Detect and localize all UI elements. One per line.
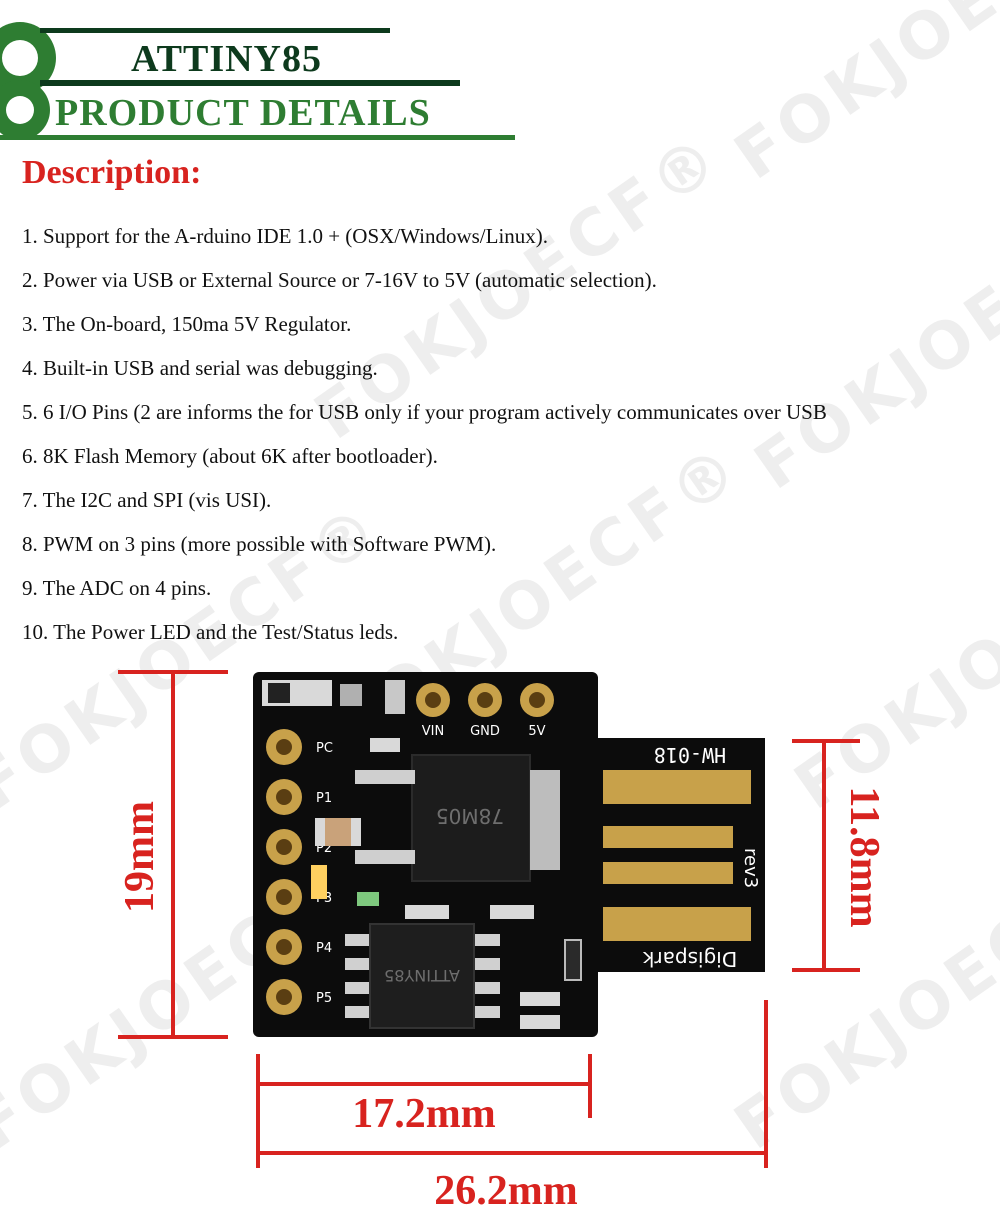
list-item: 9. The ADC on 4 pins. — [22, 576, 212, 600]
regulator-label: 78M05 — [436, 804, 504, 828]
list-item: 10. The Power LED and the Test/Status le… — [22, 620, 399, 644]
microcontroller-chip — [369, 923, 475, 1029]
page-subtitle: PRODUCT DETAILS — [55, 92, 431, 134]
list-item: 8. PWM on 3 pins (more possible with Sof… — [22, 532, 497, 556]
usb-contact — [603, 826, 733, 848]
header-decoration — [0, 22, 515, 140]
usb-contact — [603, 907, 751, 941]
page-title: ATTINY85 — [131, 38, 322, 80]
rev-label: rev3 — [740, 848, 761, 888]
led — [311, 865, 327, 899]
top-pads — [416, 683, 554, 717]
voltage-regulator — [411, 754, 531, 882]
brand-label: Digispark — [642, 947, 737, 971]
chip-label: ATTINY85 — [384, 966, 460, 985]
dimension-lines — [118, 670, 860, 1168]
usb-contact — [603, 770, 751, 804]
chip-pins — [345, 934, 500, 1018]
dimension-body-width-label: 17.2mm — [352, 1091, 496, 1137]
left-pin-label: PC — [316, 741, 333, 756]
dimension-height-label: 19mm — [117, 801, 163, 913]
left-pin-label: P4 — [316, 941, 332, 956]
list-item: 1. Support for the A-rduino IDE 1.0 + (O… — [22, 224, 549, 248]
description-list: 1. Support for the A-rduino IDE 1.0 + (O… — [22, 214, 1000, 654]
list-item: 2. Power via USB or External Source or 7… — [22, 268, 657, 292]
usb-label: HW-018 — [654, 743, 726, 767]
list-item: 4. Built-in USB and serial was debugging… — [22, 356, 378, 380]
left-pads — [266, 729, 302, 1015]
top-pin-label: 5V — [528, 724, 545, 739]
left-pin-label: P5 — [316, 991, 332, 1006]
left-pin-label: P1 — [316, 791, 332, 806]
list-item: 7. The I2C and SPI (vis USI). — [22, 488, 272, 512]
list-item: 5. 6 I/O Pins (2 are informs the for USB… — [22, 400, 827, 424]
top-pin-label: VIN — [422, 724, 444, 739]
usb-contact — [603, 862, 733, 884]
dimension-usb-height-label: 11.8mm — [841, 786, 887, 928]
description-heading: Description: — [22, 154, 202, 191]
top-pin-label: GND — [470, 724, 500, 739]
dimension-total-width-label: 26.2mm — [434, 1168, 578, 1214]
list-item: 6. 8K Flash Memory (about 6K after bootl… — [22, 444, 438, 468]
list-item: 3. The On-board, 150ma 5V Regulator. — [22, 312, 352, 336]
